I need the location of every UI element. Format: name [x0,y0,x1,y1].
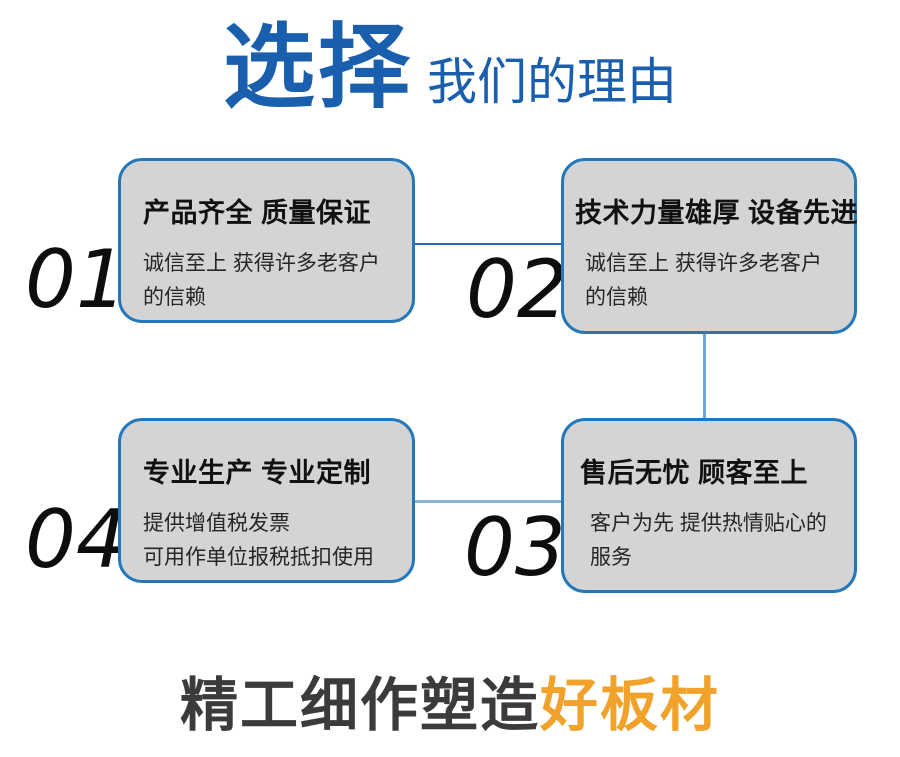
step-number-02: 02 [466,243,568,336]
step-number-04: 04 [25,493,127,586]
connector-line-bottom [415,500,561,503]
bottom-slogan: 精工细作塑造好板材 [0,670,900,743]
card-title: 专业生产 专业定制 [143,458,372,488]
step-number-01: 01 [25,233,127,326]
card-body: 诚信至上 获得许多老客户 的信赖 [585,252,822,309]
reason-card-production: 专业生产 专业定制 提供增值税发票 可用作单位报税抵扣使用 [118,418,415,583]
connector-line-vertical [703,334,706,418]
card-body: 诚信至上 获得许多老客户 的信赖 [143,252,380,309]
slogan-prefix-text: 精工细作塑造 [179,673,540,738]
card-title: 技术力量雄厚 设备先进 [575,198,859,228]
card-title: 产品齐全 质量保证 [143,198,372,228]
title-rest-text: 我们的理由 [427,53,677,110]
card-body: 客户为先 提供热情贴心的 服务 [590,512,827,569]
title-accent-text: 选择 [222,17,413,119]
reason-card-technology: 技术力量雄厚 设备先进 诚信至上 获得许多老客户 的信赖 [561,158,859,334]
card-body: 提供增值税发票 可用作单位报税抵扣使用 [143,512,374,569]
reason-card-service: 售后无忧 顾客至上 客户为先 提供热情贴心的 服务 [561,418,857,593]
step-number-03: 03 [464,501,566,594]
slogan-highlight-text: 好板材 [540,673,721,738]
connector-line-top [415,243,561,245]
reason-card-products: 产品齐全 质量保证 诚信至上 获得许多老客户 的信赖 [118,158,415,323]
section-title: 选择 我们的理由 [0,20,900,117]
card-title: 售后无忧 顾客至上 [580,458,809,488]
